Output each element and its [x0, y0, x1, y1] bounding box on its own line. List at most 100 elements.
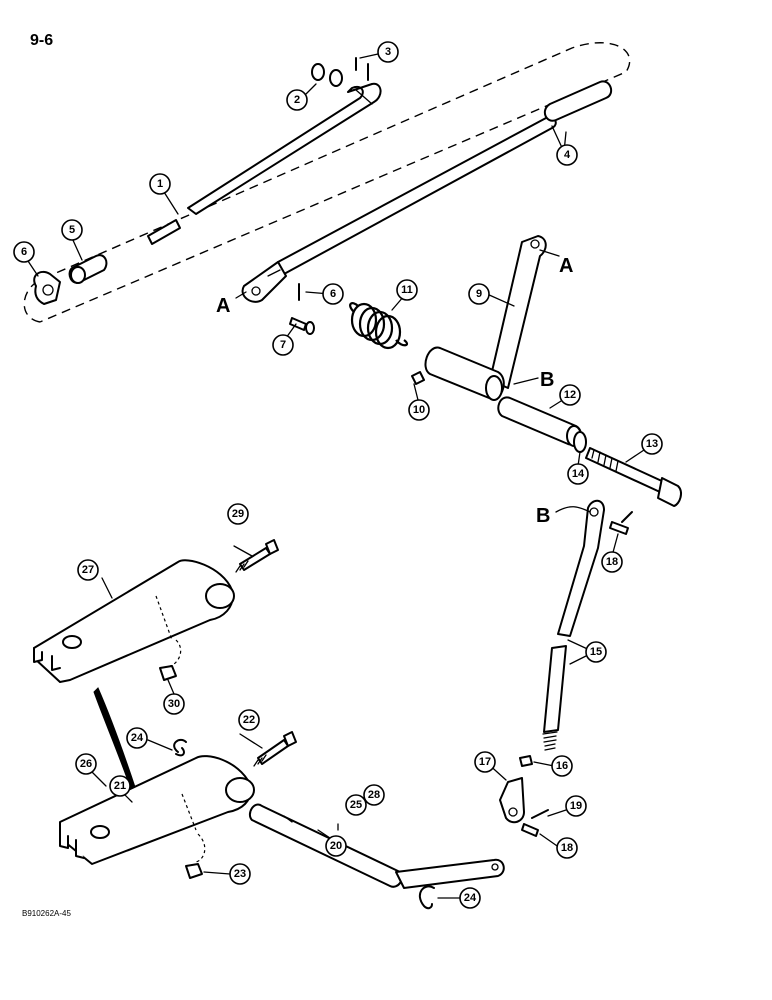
- callout-23: 23: [229, 863, 251, 885]
- callout-24-upper: 24: [126, 727, 148, 749]
- bolt-22-thread: [253, 754, 267, 767]
- washer-14: [573, 431, 587, 453]
- rod-bend-line: [355, 89, 373, 105]
- ref-letter-b-rod: B: [536, 505, 550, 527]
- svg-text:18: 18: [606, 556, 618, 568]
- callout-11: 11: [396, 279, 418, 301]
- nut-23: [185, 863, 203, 879]
- ref-letter-b-lever: B: [540, 369, 554, 391]
- bolt-22-head: [283, 731, 297, 747]
- lever-27: [33, 559, 234, 683]
- svg-text:5: 5: [69, 224, 75, 236]
- callout-9: 9: [468, 283, 490, 305]
- nut-30: [159, 665, 177, 681]
- lever-21-bore: [225, 777, 255, 803]
- tube-4: [277, 116, 557, 275]
- lever-21-fork: [59, 829, 85, 859]
- clevis-hole: [251, 286, 261, 296]
- bracket-6-hole: [42, 284, 54, 296]
- cotter-pin-19: [531, 809, 549, 819]
- svg-text:3: 3: [385, 46, 391, 58]
- callout-18-lower: 18: [556, 837, 578, 859]
- svg-text:30: 30: [168, 698, 180, 710]
- lever-27-bolt-path: [155, 595, 173, 641]
- callout-22: 22: [238, 709, 260, 731]
- svg-text:9: 9: [476, 288, 482, 300]
- callout-13: 13: [641, 433, 663, 455]
- bolt-29-thread: [235, 560, 249, 573]
- clevis-17: [499, 777, 525, 824]
- svg-text:19: 19: [570, 800, 582, 812]
- cotter-pin-18a: [621, 511, 633, 523]
- ref-letter-leaders: [235, 249, 591, 513]
- clevis-end: [241, 261, 287, 303]
- callout-21: 21: [109, 775, 131, 797]
- svg-text:24: 24: [131, 732, 144, 744]
- bent-rod-1: [187, 82, 382, 215]
- lever-27-fork: [33, 647, 61, 671]
- svg-text:14: 14: [572, 468, 585, 480]
- callout-5: 5: [61, 219, 83, 241]
- callout-1: 1: [149, 173, 171, 195]
- svg-text:4: 4: [564, 149, 571, 161]
- svg-text:2: 2: [294, 94, 300, 106]
- callout-24-lower: 24: [459, 887, 481, 909]
- sleeve-4: [543, 80, 613, 122]
- page-number: 9-6: [30, 32, 54, 49]
- clevis-pin-18b: [521, 823, 539, 837]
- callout-3: 3: [377, 41, 399, 63]
- svg-text:16: 16: [556, 760, 568, 772]
- callout-16: 16: [551, 755, 573, 777]
- grease-fitting-10: [411, 371, 425, 385]
- rod-15-thread: [542, 731, 558, 751]
- lever-arm-9: [489, 235, 547, 389]
- lever-tube-bore: [485, 375, 503, 401]
- bracket-6: [33, 270, 61, 305]
- nut-30-path: [169, 639, 182, 667]
- svg-text:11: 11: [401, 284, 413, 296]
- callout-17: 17: [474, 751, 496, 773]
- callout-30: 30: [163, 693, 185, 715]
- lever-arm-hole: [530, 239, 540, 249]
- callout-26: 26: [75, 753, 97, 775]
- callout-2: 2: [286, 89, 308, 111]
- ref-letter-a-lever: A: [559, 255, 573, 277]
- svg-text:29: 29: [232, 508, 244, 520]
- rod-end-1: [147, 219, 181, 245]
- svg-text:18: 18: [561, 842, 573, 854]
- ref-letter-a-clevis: A: [216, 295, 230, 317]
- callout-27: 27: [77, 559, 99, 581]
- spring-11: [349, 302, 409, 350]
- callout-29: 29: [227, 503, 249, 525]
- callout-28: 28: [363, 784, 385, 806]
- svg-text:22: 22: [243, 714, 255, 726]
- spacer-5-bore: [70, 266, 86, 284]
- clevis-17-hole: [508, 807, 518, 817]
- svg-text:7: 7: [280, 339, 286, 351]
- svg-text:20: 20: [330, 840, 342, 852]
- bolt-13-thread: [591, 449, 619, 472]
- callout-19: 19: [565, 795, 587, 817]
- svg-text:15: 15: [590, 646, 602, 658]
- svg-text:1: 1: [157, 178, 163, 190]
- callout-20: 20: [325, 835, 347, 857]
- nut-16: [519, 755, 533, 767]
- svg-text:27: 27: [82, 564, 94, 576]
- svg-text:24: 24: [464, 892, 477, 904]
- callout-6-bracket: 6: [13, 241, 35, 263]
- callout-7: 7: [272, 334, 294, 356]
- snap-ring-24b: [418, 885, 435, 910]
- rod-15-upper: [557, 499, 605, 637]
- svg-text:26: 26: [80, 758, 92, 770]
- svg-text:21: 21: [114, 780, 126, 792]
- svg-text:13: 13: [646, 438, 658, 450]
- svg-text:25: 25: [350, 799, 362, 811]
- nut-23-path: [195, 833, 206, 863]
- svg-text:28: 28: [368, 789, 380, 801]
- washer-2a: [311, 63, 325, 81]
- callout-4: 4: [556, 144, 578, 166]
- assembly-outline: [23, 42, 631, 323]
- shaft-arm-hole: [491, 863, 499, 871]
